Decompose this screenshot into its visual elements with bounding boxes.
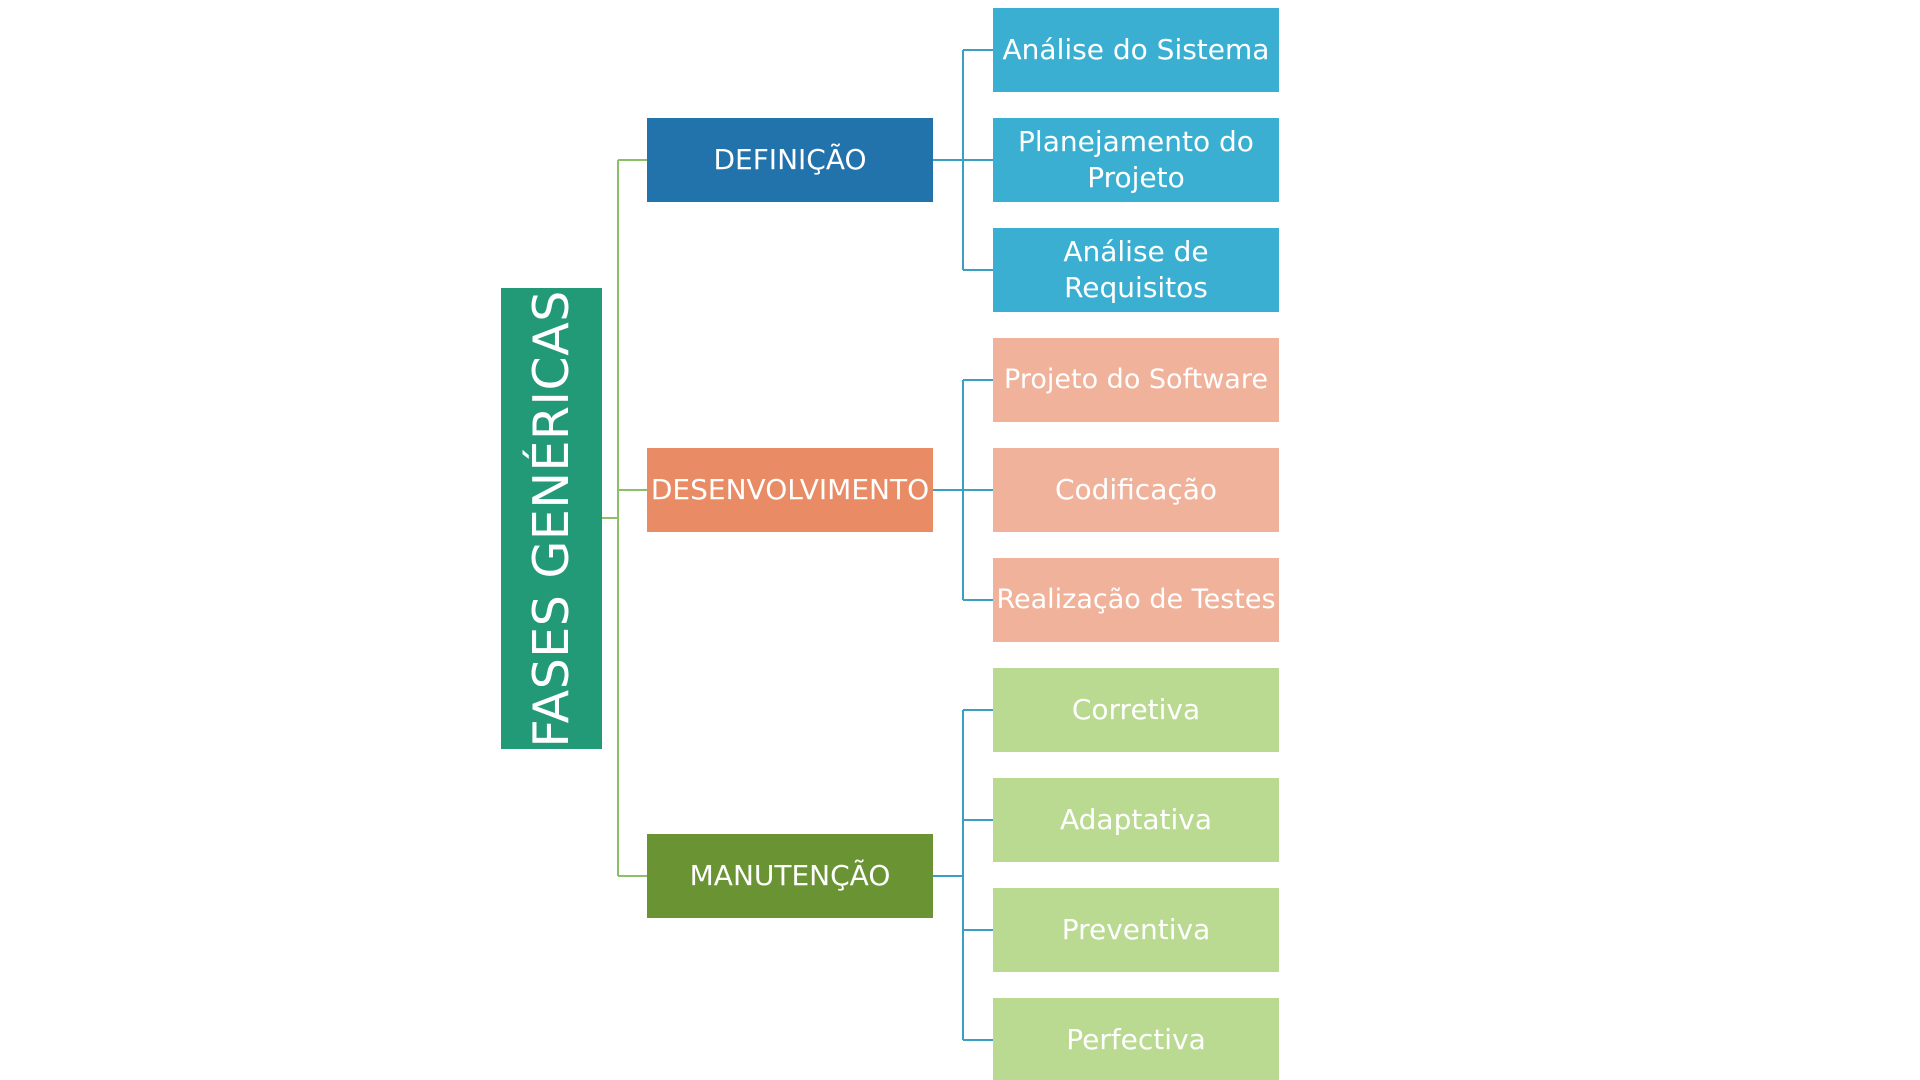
leaf-label: Perfectiva <box>1066 1022 1206 1056</box>
leaf-node-analise-do-sistema: Análise do Sistema <box>993 8 1279 92</box>
phase-node-definicao: DEFINIÇÃO <box>647 118 933 202</box>
leaf-label: Codificação <box>1054 472 1218 506</box>
leaf-node-codificacao: Codificação <box>993 448 1279 532</box>
leaf-node-analise-de-requisitos: Análise de Requisitos <box>993 228 1279 312</box>
leaf-label: Análise de Requisitos <box>1063 234 1209 304</box>
leaf-label: Projeto do Software <box>1004 364 1268 396</box>
leaf-label: Análise do Sistema <box>1002 32 1270 66</box>
leaf-node-corretiva: Corretiva <box>993 668 1279 752</box>
leaf-label: Planejamento do Projeto <box>1018 124 1254 194</box>
root-connectors <box>602 159 647 877</box>
leaf-label: Realização de Testes <box>996 584 1276 616</box>
phase-node-manutencao: MANUTENÇÃO <box>647 834 933 918</box>
root-node-label: FASES GENÉRICAS <box>522 289 580 748</box>
leaf-label: Preventiva <box>1061 912 1211 946</box>
leaf-node-adaptativa: Adaptativa <box>993 778 1279 862</box>
leaf-label: Adaptativa <box>1060 802 1212 836</box>
desenvolvimento-connectors <box>933 379 993 601</box>
phase-label-desenvolvimento: DESENVOLVIMENTO <box>650 472 930 506</box>
leaf-node-preventiva: Preventiva <box>993 888 1279 972</box>
leaf-node-projeto-do-software: Projeto do Software <box>993 338 1279 422</box>
phase-label-definicao: DEFINIÇÃO <box>713 142 867 176</box>
root-node-fases-genericas: FASES GENÉRICAS <box>501 288 602 749</box>
phase-node-desenvolvimento: DESENVOLVIMENTO <box>647 448 933 532</box>
leaf-node-perfectiva: Perfectiva <box>993 998 1279 1080</box>
definicao-connectors <box>933 49 993 271</box>
manutencao-connectors <box>933 709 993 1041</box>
leaf-node-realizacao-de-testes: Realização de Testes <box>993 558 1279 642</box>
leaf-node-planejamento-do-projeto: Planejamento do Projeto <box>993 118 1279 202</box>
phase-label-manutencao: MANUTENÇÃO <box>689 858 891 892</box>
leaf-label: Corretiva <box>1071 692 1201 726</box>
